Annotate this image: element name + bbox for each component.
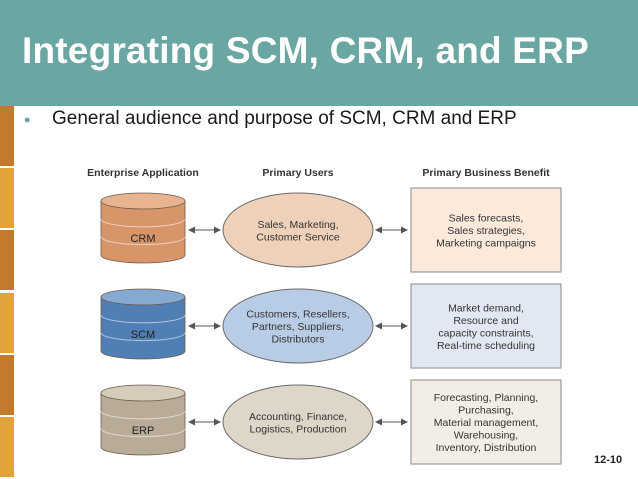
database-drum-body xyxy=(100,200,186,264)
benefit-label: Marketing campaigns xyxy=(436,238,536,250)
database-drum-top xyxy=(100,288,186,306)
database-drum-top xyxy=(100,384,186,402)
column-header-users: Primary Users xyxy=(262,167,333,179)
database-drum-band xyxy=(100,218,186,228)
users-label: Customers, Resellers, xyxy=(246,309,349,321)
accent-strip xyxy=(0,416,14,477)
users-label: Customer Service xyxy=(256,231,340,243)
users-label: Distributors xyxy=(271,334,324,346)
benefit-label: Material management, xyxy=(434,417,538,429)
users-label: Logistics, Production xyxy=(250,423,347,435)
bullet-marker: • xyxy=(24,110,31,130)
slide-title: Integrating SCM, CRM, and ERP xyxy=(22,30,589,71)
column-header-application: Enterprise Application xyxy=(87,167,199,179)
accent-strip xyxy=(0,354,14,415)
database-drum-body xyxy=(100,296,186,360)
slide-number: 12-10 xyxy=(594,454,623,466)
database-drum-top xyxy=(100,192,186,210)
benefit-label: Resource and xyxy=(453,315,519,327)
benefit-box xyxy=(410,187,562,273)
users-label: Accounting, Finance, xyxy=(249,411,347,423)
title-bar: Integrating SCM, CRM, and ERP xyxy=(0,0,638,106)
accent-strip xyxy=(0,230,14,291)
users-label: Partners, Suppliers, xyxy=(252,321,344,333)
benefit-label: Inventory, Distribution xyxy=(436,442,537,454)
benefit-label: Warehousing, xyxy=(454,430,518,442)
column-header-benefit: Primary Business Benefit xyxy=(422,167,550,179)
benefit-label: Purchasing, xyxy=(458,405,513,417)
database-drum-band xyxy=(100,236,186,246)
bullet-text: General audience and purpose of SCM, CRM… xyxy=(52,108,517,129)
benefit-label: capacity constraints, xyxy=(438,327,533,339)
benefit-label: Sales forecasts, xyxy=(449,213,524,225)
database-drum-body xyxy=(100,392,186,456)
users-oval xyxy=(222,384,374,460)
accent-strip xyxy=(0,292,14,353)
diagram-row-erp: ERP Accounting, Finance,Logistics, Produc… xyxy=(100,379,562,465)
database-drum-band xyxy=(100,410,186,420)
database-drum-band xyxy=(100,332,186,342)
diagram-row-scm: SCM Customers, Resellers,Partners, Suppli… xyxy=(100,283,562,369)
benefit-box xyxy=(410,379,562,465)
diagram-row-crm: CRM Sales, Marketing,Customer Service Sale… xyxy=(100,187,562,273)
database-drum-band xyxy=(100,428,186,438)
users-oval xyxy=(222,192,374,268)
benefit-label: Real-time scheduling xyxy=(437,340,535,352)
users-label: Sales, Marketing, xyxy=(257,219,338,231)
users-oval xyxy=(222,288,374,364)
accent-strip xyxy=(0,106,14,167)
benefit-label: Market demand, xyxy=(448,302,524,314)
benefit-label: Sales strategies, xyxy=(447,225,525,237)
application-label: SCM xyxy=(131,329,155,341)
benefit-box xyxy=(410,283,562,369)
application-label: ERP xyxy=(132,425,155,437)
database-drum-band xyxy=(100,314,186,324)
accent-strip xyxy=(0,168,14,229)
application-label: CRM xyxy=(130,233,155,245)
benefit-label: Forecasting, Planning, xyxy=(434,392,538,404)
